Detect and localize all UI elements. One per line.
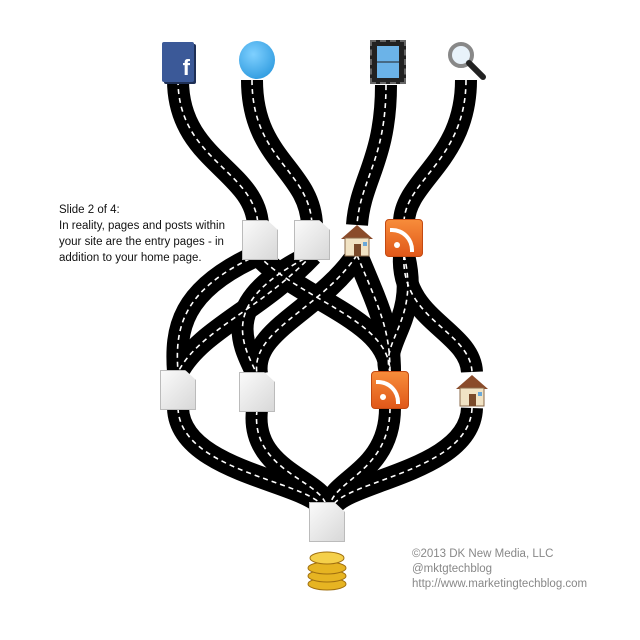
conversion-page-icon <box>309 502 345 542</box>
road <box>346 84 397 227</box>
gold-coins-icon <box>306 548 348 592</box>
video-film-icon <box>370 40 406 84</box>
road-lane-marking <box>177 407 323 506</box>
caption-line: addition to your home page. <box>59 252 202 264</box>
road-lane-marking <box>176 254 259 373</box>
road-lane-marking <box>329 407 391 506</box>
caption-line: Slide 2 of 4: <box>59 204 120 216</box>
road-lane-marking <box>403 254 473 373</box>
home-icon <box>339 223 375 257</box>
road-lane-marking <box>177 79 259 226</box>
road-lane-marking <box>356 254 391 373</box>
page-icon <box>294 220 330 260</box>
road-lane-marking <box>257 254 391 373</box>
twitter-bird-icon <box>239 41 275 79</box>
search-magnifier-icon <box>446 40 486 80</box>
credits: ©2013 DK New Media, LLC @mktgtechblog ht… <box>412 547 587 592</box>
twitter-handle: @mktgtechblog <box>412 563 493 575</box>
road-lane-marking <box>255 254 358 375</box>
page-icon <box>239 372 275 412</box>
road-lane-marking <box>387 254 409 373</box>
caption-line: your site are the entry pages - in <box>59 236 224 248</box>
road <box>241 79 323 227</box>
road-lane-marking <box>332 407 473 506</box>
website-url: http://www.marketingtechblog.com <box>412 578 588 590</box>
page-icon <box>160 370 196 410</box>
home-icon <box>454 373 490 407</box>
copyright-text: ©2013 DK New Media, LLC <box>412 548 554 560</box>
facebook-icon: f <box>162 42 194 82</box>
road-lane-marking <box>177 254 313 373</box>
rss-feed-icon <box>385 219 423 257</box>
road <box>393 79 477 224</box>
caption-line: In reality, pages and posts within <box>59 220 225 232</box>
road-lane-marking <box>403 79 467 223</box>
road-lane-marking <box>255 409 327 506</box>
road-lane-marking <box>356 84 387 226</box>
rss-feed-icon <box>371 371 409 409</box>
slide-caption: Slide 2 of 4: In reality, pages and post… <box>59 202 225 266</box>
road <box>323 406 483 513</box>
page-icon <box>242 220 278 260</box>
